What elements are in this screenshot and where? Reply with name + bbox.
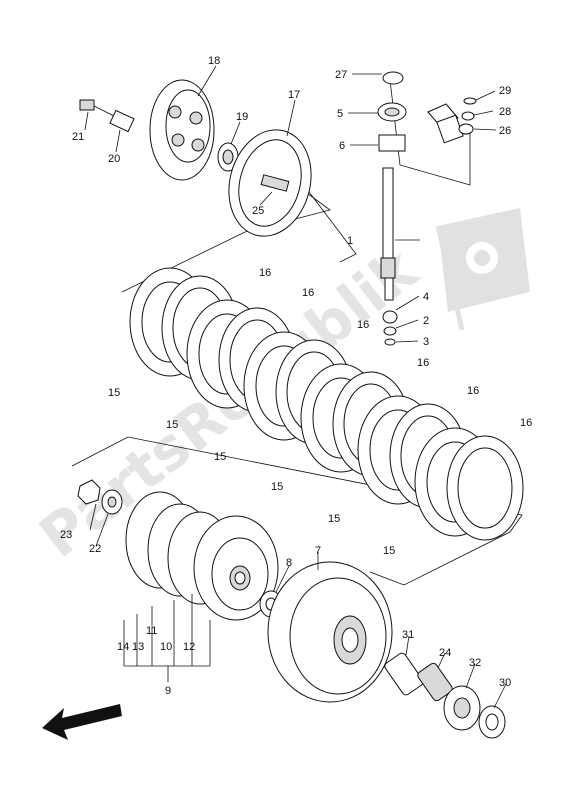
- callout-2: 2: [423, 315, 429, 327]
- callout-10: 10: [160, 641, 172, 653]
- callout-13: 13: [132, 641, 144, 653]
- callout-22: 22: [89, 543, 101, 555]
- lever-parts: [427, 97, 477, 144]
- direction-arrow-icon: [42, 704, 122, 740]
- gear-flag-watermark-icon: [435, 208, 530, 331]
- callout-25: 25: [252, 205, 264, 217]
- callout-15e: 15: [328, 513, 340, 525]
- callout-26: 26: [499, 125, 511, 137]
- callout-bracket-9: [123, 594, 211, 682]
- callout-16e: 16: [467, 385, 479, 397]
- callout-28: 28: [499, 106, 511, 118]
- steel-plate-inner: [457, 447, 513, 529]
- callout-15a: 15: [108, 387, 120, 399]
- callout-20: 20: [108, 153, 120, 165]
- leader-lines: [84, 65, 507, 709]
- callout-16a: 16: [259, 267, 271, 279]
- callout-17: 17: [288, 89, 300, 101]
- push-rod-assembly: [377, 71, 407, 346]
- callout-16b: 16: [302, 287, 314, 299]
- callout-31: 31: [402, 629, 414, 641]
- callout-15c: 15: [214, 451, 226, 463]
- callout-5: 5: [337, 108, 343, 120]
- callout-30: 30: [499, 677, 511, 689]
- callout-15b: 15: [166, 419, 178, 431]
- callout-7: 7: [315, 545, 321, 557]
- callout-15d: 15: [271, 481, 283, 493]
- callout-3: 3: [423, 336, 429, 348]
- clutch-housing: [267, 561, 393, 703]
- callout-labels: 1 2 3 4 5 6 7 8 9 10 11 12 13 14 15 15 1…: [60, 55, 532, 697]
- callout-32: 32: [469, 657, 481, 669]
- callout-8: 8: [286, 557, 292, 569]
- callout-14: 14: [117, 641, 129, 653]
- callout-19: 19: [236, 111, 248, 123]
- callout-12: 12: [183, 641, 195, 653]
- callout-9: 9: [165, 685, 171, 697]
- callout-18: 18: [208, 55, 220, 67]
- callout-21: 21: [72, 131, 84, 143]
- bearing: [217, 142, 239, 172]
- clutch-plates: [129, 267, 524, 541]
- callout-16f: 16: [520, 417, 532, 429]
- nut-and-washer: [77, 479, 123, 515]
- callout-16c: 16: [357, 319, 369, 331]
- retaining-plate: [228, 129, 312, 237]
- sleeve-bearing-gear: [384, 652, 506, 739]
- callout-4: 4: [423, 291, 429, 303]
- callout-24: 24: [439, 647, 451, 659]
- clutch-boss: [125, 491, 279, 621]
- callout-15f: 15: [383, 545, 395, 557]
- callout-23: 23: [60, 529, 72, 541]
- callout-27: 27: [335, 69, 347, 81]
- callout-6: 6: [339, 140, 345, 152]
- bolt-and-spring: [79, 99, 135, 133]
- pressure-plate: [149, 79, 215, 181]
- callout-29: 29: [499, 85, 511, 97]
- callout-1: 1: [347, 235, 353, 247]
- callout-16d: 16: [417, 357, 429, 369]
- callout-11: 11: [146, 625, 157, 637]
